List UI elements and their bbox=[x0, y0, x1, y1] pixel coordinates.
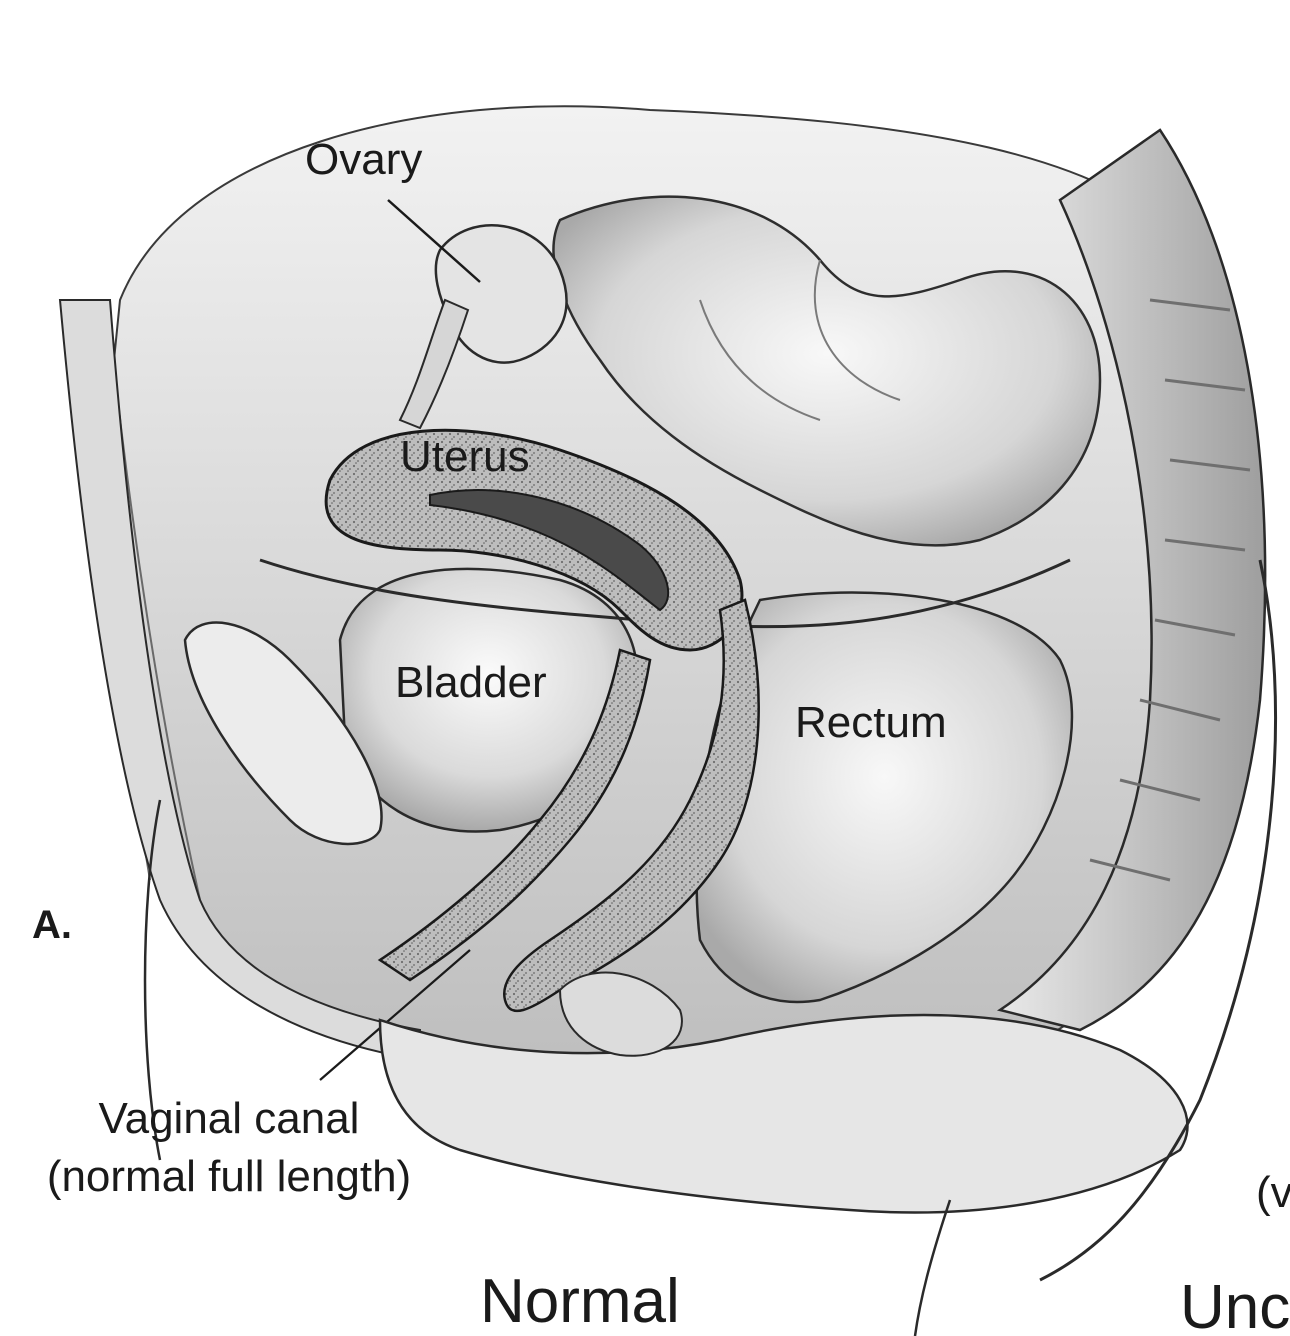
label-vaginal-canal-line2: (normal full length) bbox=[14, 1148, 444, 1206]
label-vaginal-canal-line1: Vaginal canal bbox=[14, 1090, 444, 1148]
panel-label: A. bbox=[32, 903, 72, 948]
label-ovary: Ovary bbox=[305, 135, 422, 185]
caption-normal: Normal bbox=[480, 1266, 680, 1336]
caption-right-small-partial: (v bbox=[1256, 1168, 1290, 1218]
label-vaginal-canal: Vaginal canal (normal full length) bbox=[14, 1090, 444, 1206]
caption-right-partial: Unc bbox=[1180, 1272, 1290, 1336]
label-uterus: Uterus bbox=[400, 432, 530, 482]
label-bladder: Bladder bbox=[395, 658, 547, 708]
label-rectum: Rectum bbox=[795, 698, 947, 748]
